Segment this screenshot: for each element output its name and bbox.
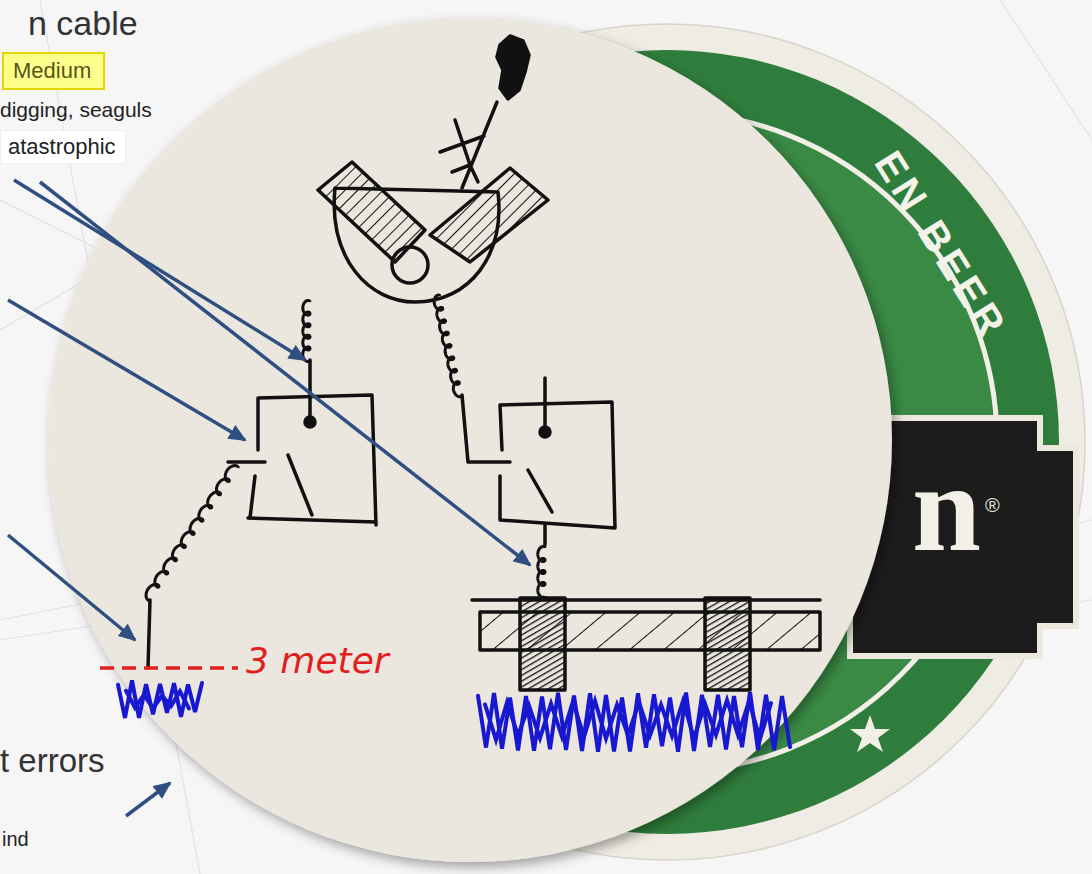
section-heading: t errors	[0, 742, 105, 780]
box-text: atastrophic	[8, 134, 125, 159]
dimension-label: 3 meter	[246, 640, 389, 681]
water-scribble	[126, 691, 189, 709]
cable-coil	[538, 547, 545, 598]
hatched-panel	[318, 162, 425, 262]
leader-arrows	[8, 180, 530, 816]
cable-coil	[146, 466, 238, 601]
cable-coil	[434, 295, 462, 397]
cause-note: digging, seaguls	[0, 98, 152, 122]
leader-arrow	[126, 783, 170, 816]
switch-box	[248, 395, 376, 525]
cable-coil	[303, 300, 310, 361]
water-scribble	[485, 700, 771, 740]
water-scribble	[118, 680, 790, 751]
water-scribble	[478, 692, 790, 752]
figure-body	[440, 102, 497, 188]
rating-box: Medium	[2, 52, 105, 90]
leader-arrow	[40, 182, 530, 565]
switch-pivot	[305, 417, 315, 427]
switch-box	[500, 402, 615, 528]
water-scribble	[118, 680, 202, 718]
switch-pivot	[540, 427, 550, 437]
leader-arrow	[14, 180, 305, 360]
figure-head	[497, 36, 529, 99]
cable-coils	[146, 295, 545, 600]
slide-title: n cable	[28, 4, 138, 43]
coaster-logo-letter: n	[912, 438, 981, 581]
leader-arrow	[8, 535, 135, 640]
coaster-brand-text: EN BEER	[866, 143, 1018, 348]
distance-line	[100, 666, 238, 670]
cable-sketch	[148, 36, 820, 690]
box-text: Medium	[13, 58, 103, 83]
background-line	[1000, 0, 1092, 140]
cause-note: ind	[2, 828, 29, 851]
pier-pillar	[520, 598, 565, 690]
hatched-panel	[430, 168, 548, 262]
front-coaster	[48, 18, 892, 862]
trademark-mark: ®	[985, 494, 1000, 517]
coaster-star	[850, 715, 890, 752]
switch-blade	[462, 378, 552, 545]
cable-end	[148, 600, 150, 668]
impact-box: atastrophic	[0, 130, 126, 164]
leader-arrow	[8, 300, 245, 440]
pier-pillar	[705, 598, 750, 690]
